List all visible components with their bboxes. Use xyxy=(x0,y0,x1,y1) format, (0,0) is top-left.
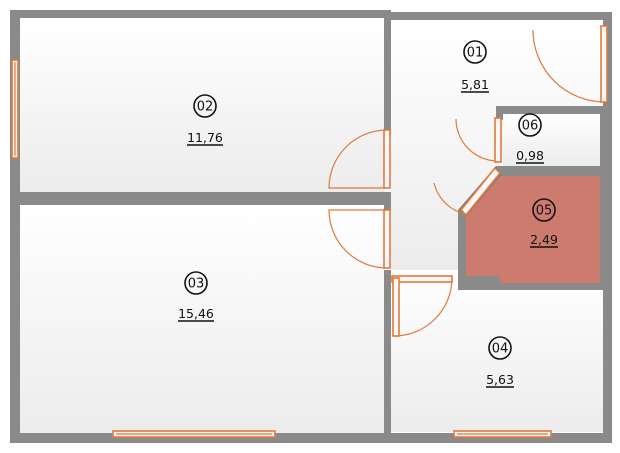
door-room-04[interactable] xyxy=(391,275,453,337)
windows xyxy=(11,59,552,438)
room-label-03: 03 15,46 xyxy=(178,271,214,322)
door-room-06[interactable] xyxy=(455,117,502,163)
room-02-floor xyxy=(20,18,385,192)
room-04-floor xyxy=(391,270,603,432)
window-bottom-right xyxy=(453,430,552,438)
window-bottom-left xyxy=(112,430,276,438)
room-06-top-wall xyxy=(496,106,608,114)
room-label-02: 02 11,76 xyxy=(187,94,223,146)
room-05-left-wall xyxy=(458,210,500,290)
door-room-05[interactable] xyxy=(433,166,502,217)
partition-vertical-lower xyxy=(384,270,391,435)
room-number: 05 xyxy=(536,204,553,219)
room-area: 5,63 xyxy=(486,372,514,387)
room-03-floor xyxy=(20,205,385,433)
room-06-bottom-wall xyxy=(496,166,608,176)
room-05-floor[interactable] xyxy=(466,176,600,283)
room-label-04: 04 5,63 xyxy=(486,336,514,388)
room-number: 06 xyxy=(522,119,539,134)
room-label-01: 01 5,81 xyxy=(461,40,489,93)
room-labels: 02 11,76 01 5,81 06 0,98 05 2,49 03 15,4… xyxy=(178,40,558,388)
room-area: 15,46 xyxy=(178,306,214,321)
room-06-right-wall xyxy=(600,106,608,286)
outer-wall-top-left xyxy=(10,10,386,18)
room-06-left-wall xyxy=(496,106,503,120)
door-entrance[interactable] xyxy=(532,25,608,103)
room-area: 0,98 xyxy=(516,148,544,163)
room-floors xyxy=(20,18,609,433)
partition-vertical-upper xyxy=(384,10,391,135)
outer-wall-bottom xyxy=(10,433,611,443)
room-number: 01 xyxy=(467,46,484,61)
doors xyxy=(328,25,608,337)
room-05-bottom-wall xyxy=(458,283,608,290)
room-area: 5,81 xyxy=(461,77,489,92)
room-label-05: 05 2,49 xyxy=(530,198,558,248)
room-area: 11,76 xyxy=(187,130,223,145)
room-number: 02 xyxy=(197,100,214,115)
room-label-06: 06 0,98 xyxy=(516,113,544,164)
door-room-02[interactable] xyxy=(328,129,391,189)
window-left xyxy=(11,59,19,159)
room-number: 03 xyxy=(188,277,205,292)
partition-02-03 xyxy=(10,192,391,205)
outer-wall-left xyxy=(10,10,20,443)
room-area: 2,49 xyxy=(530,232,558,247)
outer-wall-top-right xyxy=(386,12,612,20)
room-number: 04 xyxy=(492,342,509,357)
door-room-03[interactable] xyxy=(328,209,391,269)
